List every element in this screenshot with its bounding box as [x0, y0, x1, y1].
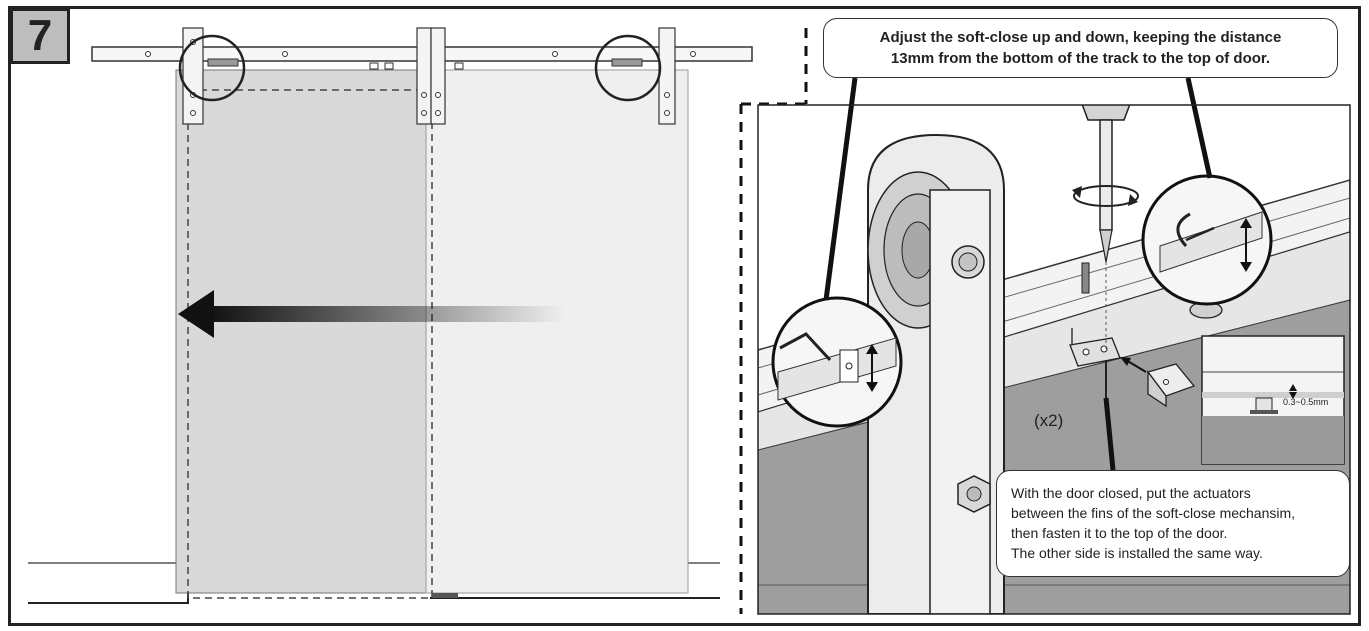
right-door: [425, 69, 689, 594]
callout-bottom-line-3: then fasten it to the top of the door.: [1011, 525, 1228, 541]
gap-measurement-label: 0.3~0.5mm: [1283, 397, 1329, 407]
detail-circle-right: [594, 34, 662, 102]
bolt-icon: [957, 475, 991, 513]
door-open-outline: [187, 89, 433, 599]
adjust-instruction-callout: Adjust the soft-close up and down, keepi…: [823, 18, 1338, 78]
callout-bottom-line-4: The other side is installed the same way…: [1011, 545, 1263, 561]
callout-top-line-1: Adjust the soft-close up and down, keepi…: [879, 29, 1282, 46]
arrow-left-icon: [178, 290, 565, 338]
detail-circle-left: [178, 34, 246, 102]
actuator-bracket: [1069, 328, 1121, 367]
callout-top-line-2: 13mm from the bottom of the track to the…: [890, 50, 1271, 67]
callout-bottom-line-1: With the door closed, put the actuators: [1011, 485, 1251, 501]
detail-magnifier-right: [1141, 174, 1273, 306]
left-door: [175, 69, 427, 594]
step-number-badge: 7: [10, 8, 70, 64]
hanger-straps: [182, 27, 676, 125]
rotate-icon: [1072, 185, 1139, 207]
zoom-panel: [757, 104, 1351, 615]
allen-key-icon: [1176, 212, 1191, 248]
install-instruction-callout: With the door closed, put the actuators …: [996, 470, 1350, 577]
spare-actuator: [1146, 363, 1196, 408]
soft-close-left: [207, 58, 239, 67]
soft-close-right: [611, 58, 643, 67]
gap-inset: [1201, 335, 1345, 465]
detail-magnifier-left: [771, 296, 903, 428]
floor-guide: [432, 593, 458, 598]
wall-edge-left: [28, 580, 189, 604]
callout-bottom-line-2: between the fins of the soft-close mecha…: [1011, 505, 1296, 521]
quantity-label: (x2): [1034, 411, 1064, 430]
screwdriver-icon: [1081, 105, 1131, 294]
